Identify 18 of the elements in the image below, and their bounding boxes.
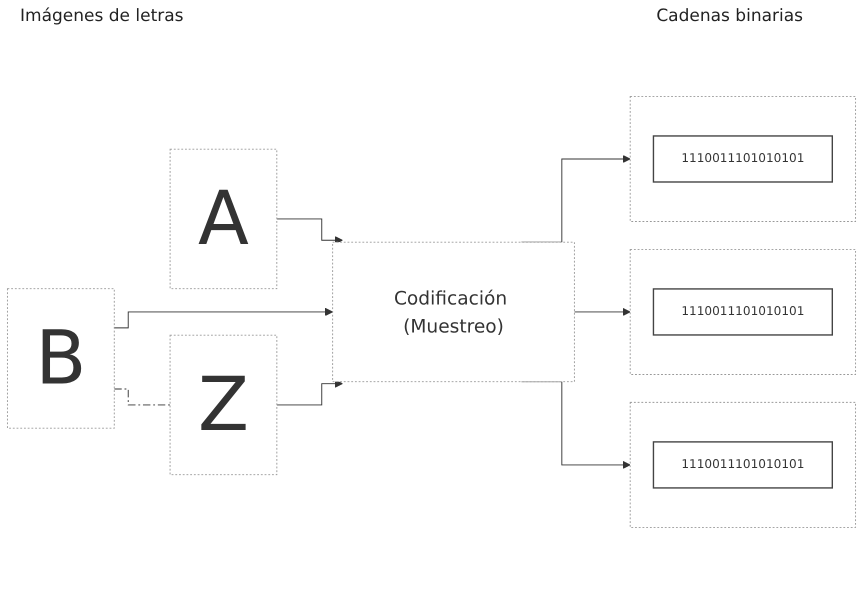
node-box: A	[170, 148, 278, 289]
node-box: Codificación (Muestreo)	[332, 241, 575, 382]
column-heading: Cadenas binarias	[656, 6, 803, 28]
arrow	[520, 380, 631, 469]
node-box: 1110011101010101	[652, 288, 833, 336]
node-box: Z	[170, 334, 278, 475]
cluster	[630, 96, 856, 222]
arrow	[276, 218, 343, 244]
arrow	[276, 379, 343, 405]
column-heading: Imágenes de letras	[20, 6, 184, 28]
cluster	[630, 401, 856, 528]
connector	[114, 388, 171, 405]
arrow	[114, 307, 333, 328]
cluster	[630, 248, 856, 374]
node-box: 1110011101010101	[652, 134, 833, 182]
arrow	[574, 307, 631, 316]
node-box: B	[6, 288, 115, 428]
node-box: 1110011101010101	[652, 440, 833, 488]
